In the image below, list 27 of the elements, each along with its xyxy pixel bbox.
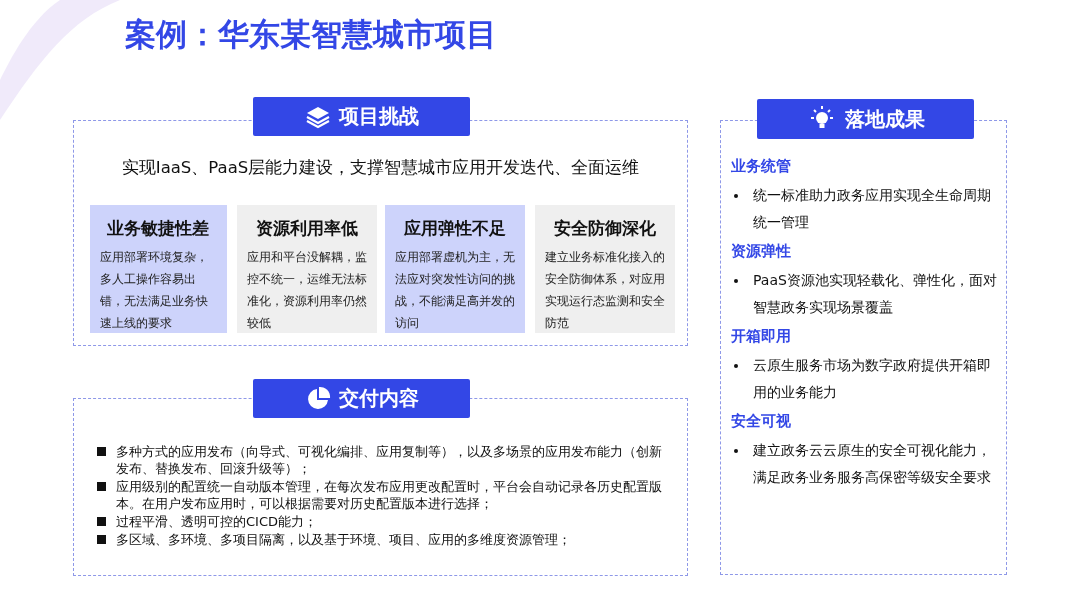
- card-text: 建立业务标准化接入的安全防御体系，对应用实现运行态监测和安全防范: [544, 248, 665, 332]
- card-text: 应用部署虚机为主，无法应对突发性访问的挑战，不能满足高并发的访问: [394, 248, 515, 332]
- card-heading: 应用弹性不足: [402, 216, 507, 240]
- panel-heading: 落地成果: [844, 105, 925, 133]
- bullet-text: 多种方式的应用发布（向导式、可视化编排、应用复制等），以及多场景的应用发布能力（创新发布、替换发布、回滚升级等）；: [116, 444, 662, 476]
- slide-title: 案例：华东某智慧城市项目: [125, 15, 497, 54]
- panel-heading: 交付内容: [338, 385, 419, 412]
- card-heading: 业务敏捷性差: [106, 216, 210, 240]
- result-heading: 资源弹性: [731, 242, 792, 261]
- bullet-text: 多区域、多环境、多项目隔离，以及基于环境、项目、应用的多维度资源管理；: [116, 532, 571, 547]
- bullet-text: 建立政务云云原生的安全可视化能力，满足政务业务服务高保密等级安全要求: [753, 442, 991, 485]
- bullet-text: 应用级别的配置统一自动版本管理，在每次发布应用更改配置时，平台会自动记录各历史配置版本。在用户发布应用时，可以根据需要对历史配置版本进行选择；: [116, 479, 662, 511]
- card-text: 应用部署环境复杂，多人工操作容易出错，无法满足业务快速上线的要求: [99, 248, 209, 332]
- bullet-text: PaaS资源池实现轻载化、弹性化，面对智慧政务实现场景覆盖: [753, 272, 997, 315]
- bullet-text: 过程平滑、透明可控的CICD能力；: [116, 514, 317, 529]
- challenge-card: [384, 204, 525, 333]
- challenge-card: [89, 204, 227, 333]
- card-text: 应用和平台没解耦，监控不统一，运维无法标准化，资源利用率仍然较低: [246, 248, 367, 332]
- result-heading: 安全可视: [731, 412, 792, 431]
- card-heading: 资源利用率低: [254, 216, 359, 240]
- card-heading: 安全防御深化: [552, 216, 657, 240]
- bullet-text: 云原生服务市场为数字政府提供开箱即用的业务能力: [753, 357, 991, 400]
- result-heading: 业务统管: [731, 157, 792, 176]
- intro-text: 实现IaaS、PaaS层能力建设，支撑智慧城市应用开发迭代、全面运维: [120, 157, 641, 179]
- panel-heading: 项目挑战: [338, 103, 419, 130]
- bullet-text: 统一标准助力政务应用实现全生命周期统一管理: [753, 187, 991, 230]
- result-heading: 开箱即用: [731, 327, 792, 346]
